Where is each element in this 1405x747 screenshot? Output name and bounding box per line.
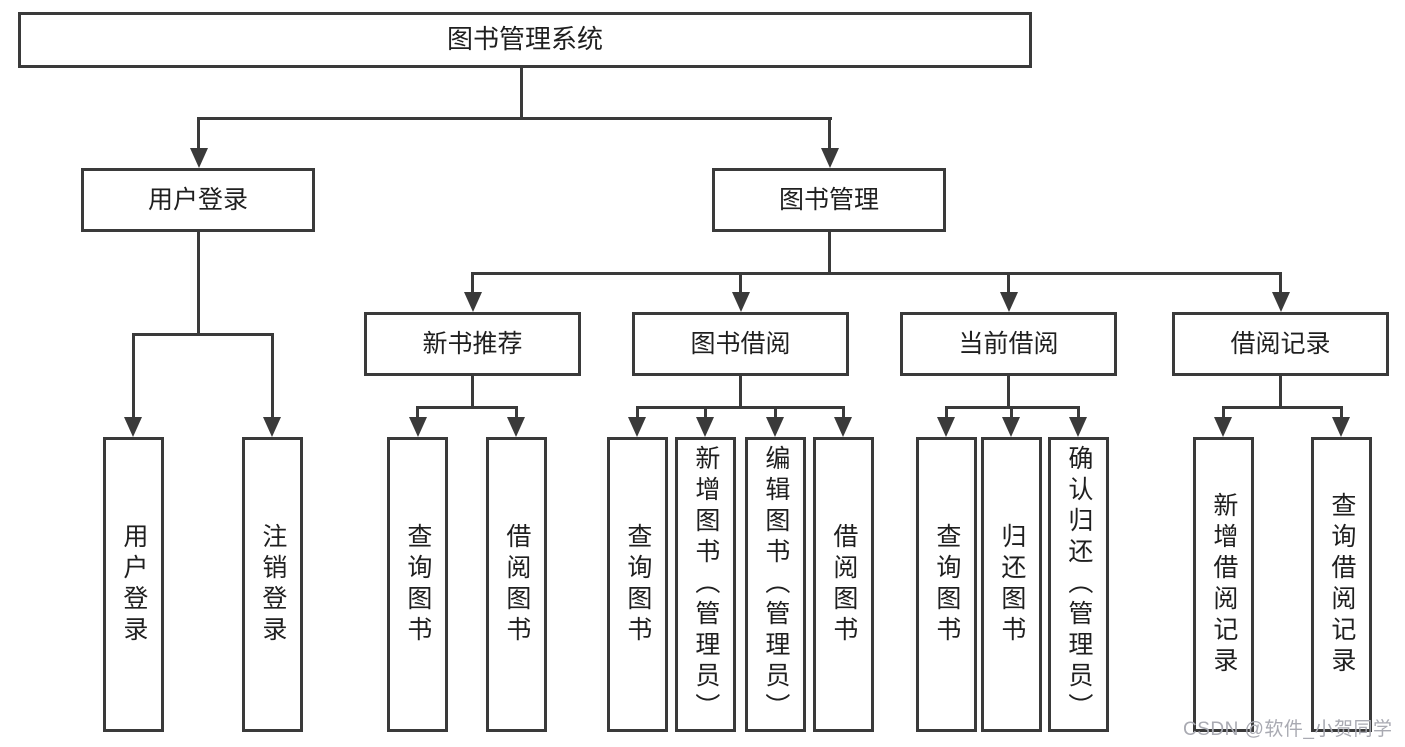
node-label: 确认归还（管理员） [1064, 445, 1093, 724]
connector-line [197, 117, 832, 120]
leaf-user-login: 用户登录 [103, 437, 164, 732]
connector-line [1222, 406, 1225, 420]
connector-line [1010, 406, 1013, 420]
leaf-edit-book-admin: 编辑图书（管理员） [745, 437, 806, 732]
arrow-down-icon [263, 417, 281, 437]
connector-line [1279, 376, 1282, 408]
leaf-add-borrow-record: 新增借阅记录 [1193, 437, 1254, 732]
connector-line [515, 406, 518, 420]
leaf-add-book-admin: 新增图书（管理员） [675, 437, 736, 732]
leaf-logout: 注销登录 [242, 437, 303, 732]
connector-line [132, 333, 135, 419]
node-label: 图书借阅 [690, 330, 791, 358]
node-borrowing-records: 借阅记录 [1172, 312, 1389, 376]
arrow-down-icon [1272, 292, 1290, 312]
arrow-down-icon [1002, 417, 1020, 437]
node-user-login: 用户登录 [81, 168, 315, 232]
connector-line [197, 117, 200, 150]
connector-line [416, 406, 518, 409]
connector-line [1340, 406, 1343, 420]
node-current-borrowing: 当前借阅 [900, 312, 1117, 376]
node-label: 新增图书（管理员） [691, 445, 720, 724]
leaf-query-books-borrowing: 查询图书 [607, 437, 668, 732]
connector-line [774, 406, 777, 420]
connector-line [1007, 376, 1010, 408]
connector-line [1222, 406, 1343, 409]
connector-line [739, 376, 742, 408]
node-label: 借阅图书 [502, 522, 531, 647]
connector-line [828, 232, 831, 274]
arrow-down-icon [1069, 417, 1087, 437]
node-library-system: 图书管理系统 [18, 12, 1032, 68]
arrow-down-icon [507, 417, 525, 437]
leaf-borrow-books: 借阅图书 [813, 437, 874, 732]
arrow-down-icon [464, 292, 482, 312]
connector-line [704, 406, 707, 420]
arrow-down-icon [766, 417, 784, 437]
connector-line [1279, 272, 1282, 294]
node-label: 查询借阅记录 [1327, 491, 1356, 678]
node-new-book-recommend: 新书推荐 [364, 312, 581, 376]
connector-line [636, 406, 845, 409]
leaf-borrow-books-recommend: 借阅图书 [486, 437, 547, 732]
node-label: 用户登录 [147, 186, 248, 214]
connector-line [197, 232, 200, 335]
watermark-text: CSDN @软件_小贺同学 [1183, 719, 1393, 740]
node-book-borrowing: 图书借阅 [632, 312, 849, 376]
arrow-down-icon [696, 417, 714, 437]
connector-line [416, 406, 419, 420]
arrow-down-icon [190, 148, 208, 168]
node-label: 借阅图书 [829, 522, 858, 647]
connector-line [739, 272, 742, 294]
connector-line [471, 376, 474, 408]
node-label: 图书管理系统 [446, 24, 603, 55]
arrow-down-icon [1000, 292, 1018, 312]
node-label: 查询图书 [932, 522, 961, 647]
node-label: 查询图书 [403, 522, 432, 647]
node-label: 编辑图书（管理员） [761, 445, 790, 724]
leaf-query-borrow-record: 查询借阅记录 [1311, 437, 1372, 732]
connector-line [132, 333, 274, 336]
connector-line [828, 117, 831, 150]
arrow-down-icon [1214, 417, 1232, 437]
node-label: 查询图书 [623, 522, 652, 647]
node-label: 图书管理 [778, 186, 879, 214]
node-book-management: 图书管理 [712, 168, 946, 232]
arrow-down-icon [834, 417, 852, 437]
arrow-down-icon [821, 148, 839, 168]
arrow-down-icon [628, 417, 646, 437]
connector-line [271, 333, 274, 419]
connector-line [1077, 406, 1080, 420]
node-label: 注销登录 [258, 522, 287, 647]
arrow-down-icon [937, 417, 955, 437]
arrow-down-icon [409, 417, 427, 437]
connector-line [471, 272, 474, 294]
node-label: 新书推荐 [422, 330, 523, 358]
node-label: 借阅记录 [1230, 330, 1331, 358]
connector-line [471, 272, 1282, 275]
arrow-down-icon [124, 417, 142, 437]
connector-line [842, 406, 845, 420]
arrow-down-icon [1332, 417, 1350, 437]
connector-line [945, 406, 948, 420]
connector-line [636, 406, 639, 420]
connector-line [520, 68, 523, 120]
node-label: 新增借阅记录 [1209, 491, 1238, 678]
leaf-query-books-recommend: 查询图书 [387, 437, 448, 732]
node-label: 归还图书 [997, 522, 1026, 647]
node-label: 当前借阅 [958, 330, 1059, 358]
leaf-return-books: 归还图书 [981, 437, 1042, 732]
node-label: 用户登录 [119, 522, 148, 647]
arrow-down-icon [732, 292, 750, 312]
leaf-query-books-current: 查询图书 [916, 437, 977, 732]
leaf-confirm-return-admin: 确认归还（管理员） [1048, 437, 1109, 732]
connector-line [1007, 272, 1010, 294]
